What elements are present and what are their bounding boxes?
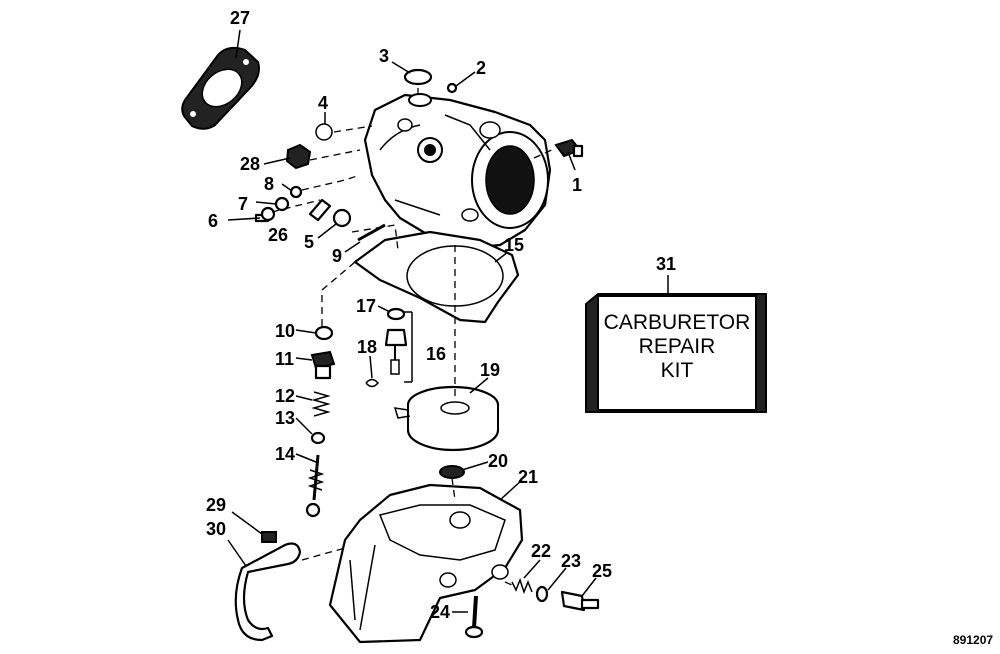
callout-26: 26 bbox=[268, 225, 288, 245]
part-16-bracket bbox=[404, 311, 413, 383]
part-30-bracket bbox=[234, 542, 302, 642]
part-22-screw bbox=[511, 577, 533, 595]
callout-13: 13 bbox=[275, 408, 295, 428]
part-28-nut bbox=[285, 143, 312, 170]
part-29-screw bbox=[261, 531, 277, 543]
part-20-gasket bbox=[439, 465, 465, 479]
leader-lines bbox=[227, 29, 669, 613]
figure-reference: 891207 bbox=[953, 633, 993, 647]
repair-kit-box bbox=[585, 293, 767, 413]
callout-29: 29 bbox=[206, 495, 226, 515]
part-23-washer bbox=[535, 585, 549, 603]
part-19-float bbox=[393, 385, 500, 452]
part-24-screw bbox=[464, 595, 484, 639]
part-3-plug bbox=[403, 68, 433, 86]
part-8-washer bbox=[289, 185, 303, 199]
part-11-nut bbox=[310, 350, 336, 380]
callout-18: 18 bbox=[357, 337, 377, 357]
callout-9: 9 bbox=[332, 246, 342, 266]
callout-30: 30 bbox=[206, 519, 226, 539]
kit-label-line2: REPAIR bbox=[639, 335, 716, 358]
callout-31: 31 bbox=[656, 254, 676, 274]
part-4-ball bbox=[315, 123, 333, 141]
kit-label-line3: KIT bbox=[661, 359, 694, 382]
explode-lines bbox=[271, 88, 557, 586]
callout-17: 17 bbox=[356, 296, 376, 316]
callout-22: 22 bbox=[531, 541, 551, 561]
part-16-needle-seat bbox=[384, 328, 408, 375]
callout-20: 20 bbox=[488, 451, 508, 471]
callout-11: 11 bbox=[275, 349, 294, 369]
callout-21: 21 bbox=[518, 467, 538, 487]
callout-19: 19 bbox=[480, 360, 500, 380]
callout-28: 28 bbox=[240, 154, 260, 174]
callout-12: 12 bbox=[275, 386, 295, 406]
part-18-clip bbox=[365, 378, 379, 388]
part-10-gasket bbox=[314, 325, 334, 341]
callout-14: 14 bbox=[275, 444, 295, 464]
callout-6: 6 bbox=[208, 211, 218, 231]
callout-4: 4 bbox=[318, 93, 328, 113]
part-25-fitting bbox=[560, 590, 600, 612]
kit-label-line1: CARBURETOR bbox=[604, 311, 751, 334]
callout-numbers: 1 2 3 4 5 6 7 8 9 10 11 12 13 14 15 16 1… bbox=[206, 8, 676, 622]
callout-16: 16 bbox=[426, 344, 446, 364]
callout-5: 5 bbox=[304, 232, 314, 252]
part-12-spring bbox=[311, 391, 331, 417]
part-1-screw bbox=[554, 138, 584, 158]
carburetor-body bbox=[363, 93, 552, 250]
part-3-seat bbox=[408, 93, 432, 107]
part-5-washer bbox=[332, 208, 352, 228]
callout-15: 15 bbox=[504, 235, 524, 255]
callout-10: 10 bbox=[275, 321, 295, 341]
callout-25: 25 bbox=[592, 561, 612, 581]
part-27-gasket bbox=[181, 46, 260, 130]
part-6-screw bbox=[254, 206, 276, 223]
callout-2: 2 bbox=[476, 58, 486, 78]
callout-7: 7 bbox=[238, 194, 248, 214]
callout-3: 3 bbox=[379, 46, 389, 66]
part-21-float-bowl bbox=[328, 483, 524, 644]
part-2-ball bbox=[446, 82, 458, 94]
part-13-washer bbox=[310, 431, 326, 445]
callout-23: 23 bbox=[561, 551, 581, 571]
callout-8: 8 bbox=[264, 174, 274, 194]
callout-27: 27 bbox=[230, 8, 250, 28]
callout-24: 24 bbox=[430, 602, 450, 622]
part-14-needle bbox=[305, 454, 325, 518]
part-26-link bbox=[308, 198, 332, 222]
callout-1: 1 bbox=[572, 175, 582, 195]
part-17-washer bbox=[386, 307, 406, 321]
